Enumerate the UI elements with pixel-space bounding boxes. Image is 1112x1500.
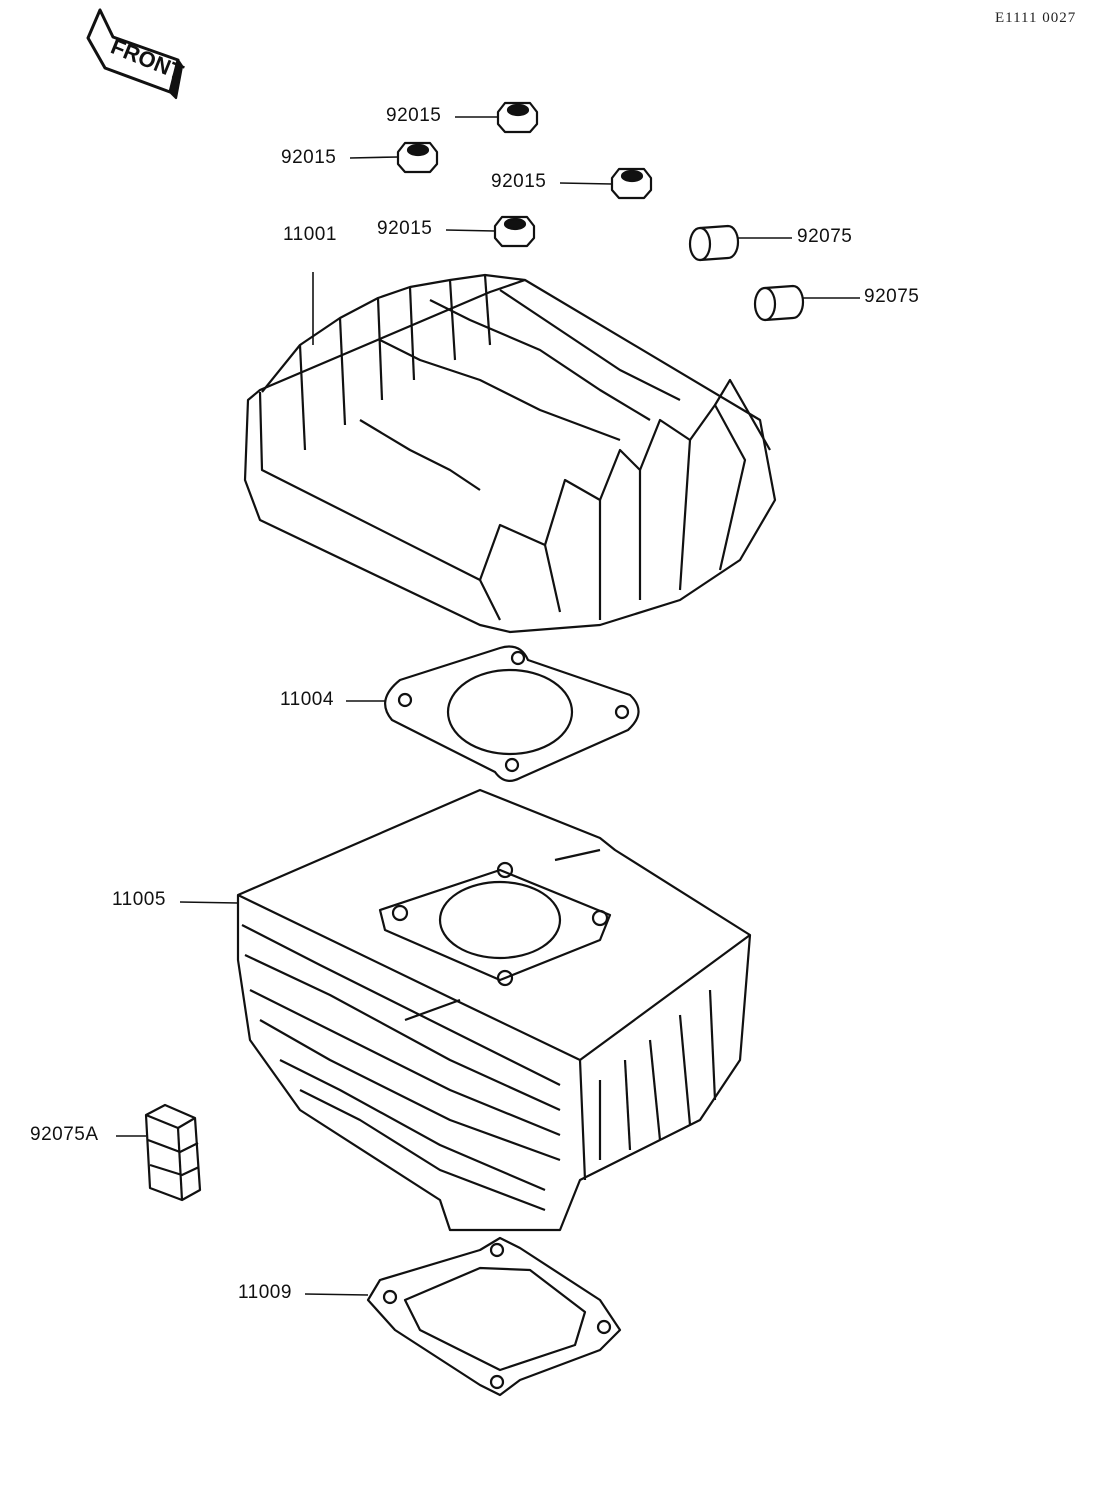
callout-92015: 92015 <box>386 105 442 126</box>
callout-92015: 92015 <box>377 218 433 239</box>
front-arrow-icon: FRONT <box>86 8 187 100</box>
callout-11009: 11009 <box>238 1282 292 1303</box>
nut-icon <box>396 141 439 174</box>
leader-lines <box>116 116 860 1296</box>
dowel-pin-icon <box>688 224 740 262</box>
nut-icon <box>493 215 536 248</box>
nut-icon <box>496 101 539 134</box>
callout-92075: 92075 <box>797 226 853 247</box>
callout-92075: 92075 <box>864 286 920 307</box>
callout-11005: 11005 <box>112 889 166 910</box>
base-gasket <box>366 1236 622 1397</box>
cylinder <box>236 788 752 1232</box>
callout-92015: 92015 <box>281 147 337 168</box>
callout-11004: 11004 <box>280 689 334 710</box>
dowel-pin-icon <box>753 284 805 322</box>
head-gasket <box>384 645 640 783</box>
callout-92015: 92015 <box>491 171 547 192</box>
damper-block <box>144 1103 202 1202</box>
nut-icon <box>610 167 653 200</box>
callout-11001: 11001 <box>283 224 337 245</box>
cylinder-head <box>243 273 777 634</box>
callout-92075a: 92075A <box>30 1124 99 1145</box>
diagram-code: E1111 0027 <box>995 10 1077 26</box>
